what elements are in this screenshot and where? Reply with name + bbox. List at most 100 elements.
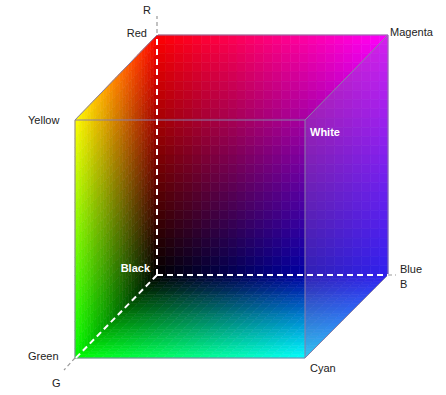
face-shade-cell — [237, 229, 246, 238]
face-shade-cell — [281, 220, 290, 229]
face-shade-cell — [193, 173, 202, 182]
face-shade-cell — [219, 81, 228, 90]
face-shade-cell — [246, 118, 255, 127]
face-shade-cell — [264, 127, 273, 136]
face-shade-cell — [281, 146, 290, 155]
face-shade-cell — [166, 146, 175, 155]
face-shade-cell — [175, 44, 184, 53]
face-shade-cell — [201, 229, 210, 238]
face-shade-cell — [308, 35, 317, 44]
face-shade-cell — [210, 81, 219, 90]
face-shade-cell — [281, 63, 290, 72]
face-shade-cell — [308, 72, 317, 81]
face-shade-cell — [317, 90, 326, 99]
face-shade-cell — [281, 90, 290, 99]
face-shade-cell — [193, 201, 202, 210]
face-shade-cell — [219, 53, 228, 62]
face-shade-cell — [193, 238, 202, 247]
face-shade-cell — [175, 109, 184, 118]
face-shade-cell — [237, 53, 246, 62]
face-shade-cell — [166, 210, 175, 219]
face-shade-cell — [264, 109, 273, 118]
face-shade-cell — [175, 100, 184, 109]
face-shade-cell — [228, 35, 237, 44]
face-shade-cell — [193, 155, 202, 164]
face-shade-cell — [308, 63, 317, 72]
face-shade-cell — [166, 183, 175, 192]
face-shade-cell — [157, 164, 166, 173]
face-shade-cell — [228, 72, 237, 81]
face-shade-cell — [237, 266, 246, 275]
face-shade-cell — [201, 109, 210, 118]
face-shade-cell — [184, 155, 193, 164]
face-shade-cell — [273, 220, 282, 229]
face-shade-cell — [237, 220, 246, 229]
face-shade-cell — [201, 100, 210, 109]
face-shade-cell — [219, 266, 228, 275]
face-shade-cell — [281, 137, 290, 146]
face-shade-cell — [228, 238, 237, 247]
face-shade-cell — [175, 173, 184, 182]
face-shade-cell — [166, 220, 175, 229]
face-shade-cell — [273, 146, 282, 155]
face-shade-cell — [201, 90, 210, 99]
face-shade-cell — [237, 44, 246, 53]
face-shade-cell — [299, 35, 308, 44]
face-shade-cell — [175, 90, 184, 99]
face-shade-cell — [201, 35, 210, 44]
face-shade-cell — [210, 35, 219, 44]
face-shade-cell — [219, 44, 228, 53]
face-shade-cell — [210, 146, 219, 155]
face-shade-cell — [184, 220, 193, 229]
face-shade-cell — [210, 192, 219, 201]
face-shade-cell — [193, 35, 202, 44]
face-shade-cell — [157, 220, 166, 229]
face-shade-cell — [166, 90, 175, 99]
face-shade-cell — [281, 155, 290, 164]
face-shade-cell — [255, 266, 264, 275]
face-shade-cell — [273, 229, 282, 238]
face-shade-cell — [157, 63, 166, 72]
face-shade-cell — [210, 164, 219, 173]
face-shade-cell — [255, 81, 264, 90]
face-shade-cell — [157, 81, 166, 90]
face-shade-cell — [184, 127, 193, 136]
face-shade-cell — [175, 266, 184, 275]
face-shade-cell — [228, 81, 237, 90]
face-shade-cell — [246, 173, 255, 182]
face-shade-cell — [201, 72, 210, 81]
face-shade-cell — [281, 44, 290, 53]
face-shade-cell — [166, 35, 175, 44]
face-shade-cell — [273, 266, 282, 275]
face-shade-cell — [219, 220, 228, 229]
face-shade-cell — [219, 146, 228, 155]
face-shade-cell — [184, 229, 193, 238]
face-shade-cell — [335, 72, 344, 81]
face-shade-cell — [201, 247, 210, 256]
face-shade-cell — [166, 127, 175, 136]
face-shade-cell — [193, 118, 202, 127]
face-shade-cell — [201, 192, 210, 201]
face-shade-cell — [166, 72, 175, 81]
face-shade-cell — [175, 247, 184, 256]
face-shade-cell — [299, 81, 308, 90]
face-shade-cell — [273, 72, 282, 81]
face-shade-cell — [264, 155, 273, 164]
face-shade-cell — [237, 210, 246, 219]
face-shade-cell — [157, 210, 166, 219]
face-shade-cell — [273, 137, 282, 146]
face-shade-cell — [273, 35, 282, 44]
face-shade-cell — [290, 164, 299, 173]
face-shade-cell — [175, 229, 184, 238]
face-shade-cell — [237, 164, 246, 173]
face-shade-cell — [157, 109, 166, 118]
face-shade-cell — [264, 238, 273, 247]
face-shade-cell — [255, 127, 264, 136]
face-shade-cell — [264, 192, 273, 201]
face-shade-cell — [290, 90, 299, 99]
face-shade-cell — [281, 210, 290, 219]
face-shade-cell — [228, 137, 237, 146]
face-shade-cell — [290, 210, 299, 219]
face-shade-cell — [255, 118, 264, 127]
face-shade-cell — [228, 127, 237, 136]
